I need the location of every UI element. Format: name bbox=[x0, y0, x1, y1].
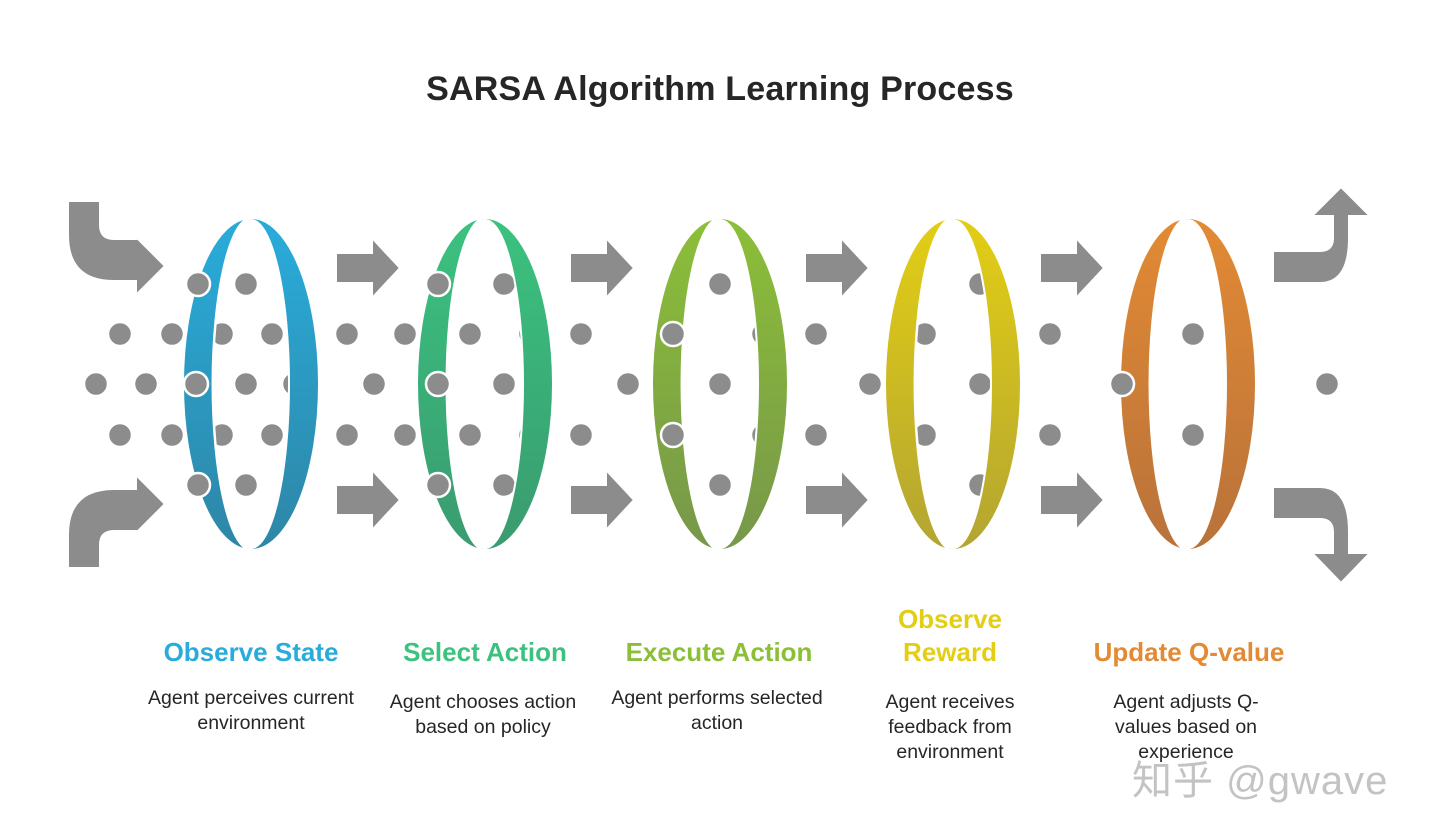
particle-dot bbox=[258, 421, 286, 449]
particle-dot bbox=[132, 370, 160, 398]
curved-arrow-bottom-left bbox=[67, 472, 167, 569]
particle-dot bbox=[106, 421, 134, 449]
stage-ring-front-5 bbox=[1119, 217, 1189, 551]
particle-dot bbox=[184, 471, 212, 499]
flow-arrow bbox=[569, 235, 636, 301]
flow-arrow bbox=[569, 467, 636, 533]
particle-dot bbox=[182, 370, 210, 398]
stage-desc-observe-reward: Agent receives feedback from environment bbox=[885, 691, 1015, 763]
stage-desc-observe-state: Agent perceives current environment bbox=[148, 687, 354, 734]
particle-dot bbox=[706, 471, 734, 499]
flow-arrow bbox=[335, 235, 402, 301]
curved-arrow-top-right bbox=[1272, 185, 1373, 284]
flow-arrow bbox=[1039, 235, 1106, 301]
particle-dot bbox=[1179, 320, 1207, 348]
stage-rings bbox=[182, 216, 1257, 552]
curved-arrows bbox=[67, 185, 1373, 585]
particle-dot bbox=[1179, 421, 1207, 449]
particle-dot bbox=[1108, 370, 1136, 398]
particle-dot bbox=[490, 270, 518, 298]
particle-dot bbox=[1313, 370, 1341, 398]
particle-dot bbox=[258, 320, 286, 348]
curved-arrow-bottom-right bbox=[1272, 486, 1373, 585]
particle-dot bbox=[802, 421, 830, 449]
particle-dot bbox=[490, 370, 518, 398]
particle-dot bbox=[333, 320, 361, 348]
stage-ring-front-3 bbox=[651, 217, 721, 551]
stage-desc-select-action: Agent chooses action based on policy bbox=[389, 691, 577, 738]
particle-dot bbox=[360, 370, 388, 398]
stage-title-observe-reward: Observe Reward bbox=[897, 604, 1003, 667]
stage-ring-front-4 bbox=[884, 217, 954, 551]
particle-dot bbox=[659, 421, 687, 449]
particle-dot bbox=[456, 320, 484, 348]
curved-arrow-top-left bbox=[67, 200, 167, 298]
stage-desc-update-q-value: Agent adjusts Q-values based on experien… bbox=[1113, 691, 1259, 763]
particle-dot bbox=[1036, 421, 1064, 449]
particle-dot bbox=[158, 421, 186, 449]
stage-desc-execute-action: Agent performs selected action bbox=[611, 687, 823, 734]
particle-dot bbox=[706, 370, 734, 398]
diagram-title: SARSA Algorithm Learning Process bbox=[426, 70, 1014, 108]
particle-dot bbox=[82, 370, 110, 398]
particle-dot bbox=[424, 370, 452, 398]
particle-dot bbox=[966, 370, 994, 398]
particle-dot bbox=[856, 370, 884, 398]
particle-dot bbox=[391, 320, 419, 348]
particle-dot bbox=[802, 320, 830, 348]
stage-ring-front-1 bbox=[182, 217, 252, 551]
particle-dot bbox=[424, 270, 452, 298]
flow-arrow bbox=[335, 467, 402, 533]
particle-dot bbox=[391, 421, 419, 449]
stage-title-observe-state: Observe State bbox=[163, 637, 339, 667]
particle-dot bbox=[706, 270, 734, 298]
stage-title-update-q-value: Update Q-value bbox=[1093, 637, 1285, 667]
particle-dot bbox=[333, 421, 361, 449]
flow-arrow bbox=[804, 467, 871, 533]
particle-dot bbox=[1036, 320, 1064, 348]
stage-title-select-action: Select Action bbox=[403, 637, 567, 667]
stage-ring-front-2 bbox=[416, 217, 486, 551]
particle-dot bbox=[232, 370, 260, 398]
particle-dot bbox=[614, 370, 642, 398]
particle-dot bbox=[106, 320, 134, 348]
particle-dot bbox=[184, 270, 212, 298]
flow-arrow bbox=[1039, 467, 1106, 533]
particle-dot bbox=[158, 320, 186, 348]
particle-dot bbox=[456, 421, 484, 449]
particle-dot bbox=[424, 471, 452, 499]
flow-arrow bbox=[804, 235, 871, 301]
particle-dot bbox=[567, 320, 595, 348]
stage-title-execute-action: Execute Action bbox=[625, 637, 813, 667]
particle-dot bbox=[567, 421, 595, 449]
flow-arrows bbox=[335, 235, 1106, 533]
watermark: 知乎 @gwave bbox=[1132, 759, 1389, 803]
particle-dot bbox=[232, 270, 260, 298]
particle-dot bbox=[659, 320, 687, 348]
particle-dot bbox=[232, 471, 260, 499]
